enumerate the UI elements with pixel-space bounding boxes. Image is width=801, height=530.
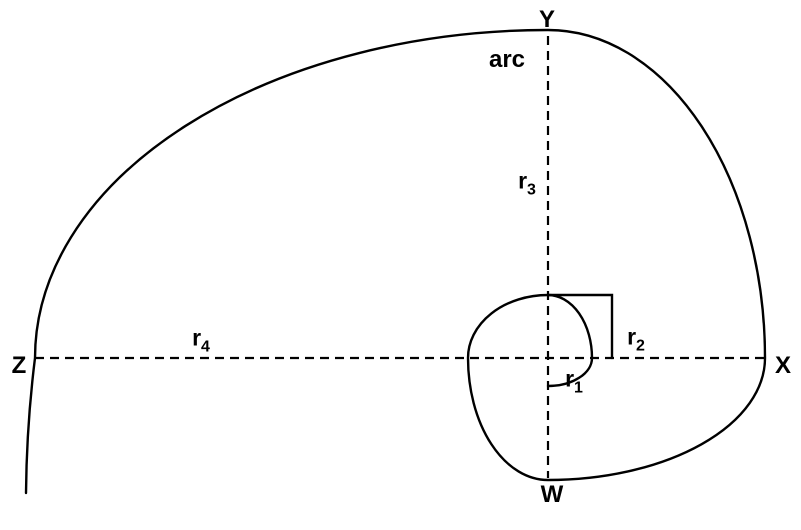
- radius-label-r3-sub: 3: [527, 181, 536, 199]
- radius-label-r3: r3: [518, 167, 536, 199]
- point-label-y: Y: [538, 6, 556, 33]
- radius-label-r2-base: r: [627, 323, 637, 350]
- spiral-curve: [24, 28, 767, 495]
- point-label-z: Z: [11, 352, 27, 379]
- radius-label-r4: r4: [192, 324, 210, 356]
- arc-label: arc: [488, 46, 526, 73]
- point-label-x: X: [774, 352, 792, 379]
- radius-label-r4-base: r: [192, 324, 202, 351]
- radius-label-r1-sub: 1: [574, 379, 583, 397]
- radius-label-r1: r1: [565, 365, 583, 397]
- radius-label-r2: r2: [627, 323, 645, 355]
- radius-label-r4-sub: 4: [201, 338, 210, 356]
- radius-label-r3-base: r: [518, 167, 528, 194]
- point-label-w: W: [540, 481, 564, 508]
- right-angle-marker: [546, 293, 614, 360]
- radius-label-r2-sub: 2: [636, 337, 645, 355]
- radius-label-r1-base: r: [565, 365, 575, 392]
